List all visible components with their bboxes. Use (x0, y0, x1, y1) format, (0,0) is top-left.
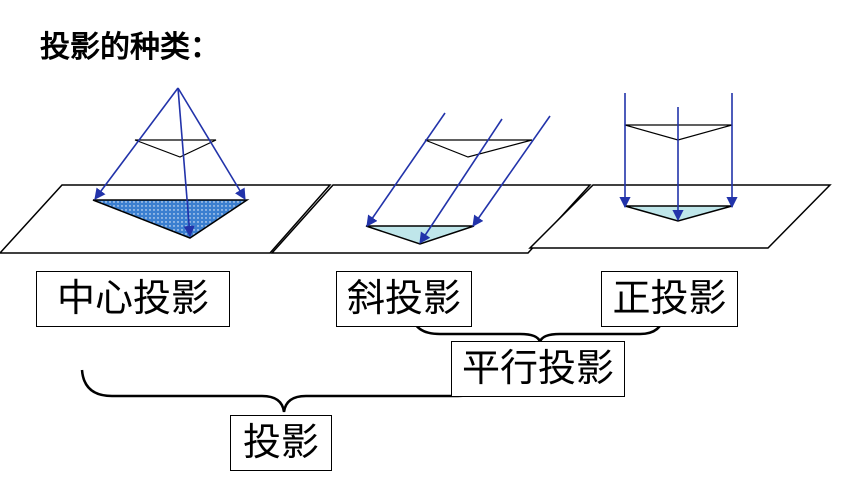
oblique-projection-label: 斜投影 (336, 271, 472, 327)
slide-title: 投影的种类： (40, 30, 220, 65)
orthographic-projection-figure (528, 93, 832, 249)
oblique-ray-3 (472, 115, 551, 227)
central-projection-label: 中心投影 (36, 271, 230, 327)
oblique-projection-figure (270, 112, 592, 254)
central-ray-left (94, 87, 179, 200)
oblique-object-triangle (424, 139, 533, 158)
central-object-triangle (134, 139, 217, 158)
oblique-ray-2 (419, 118, 503, 244)
central-ray-right (177, 87, 246, 200)
central-ray-middle (177, 87, 195, 238)
projection-brace (80, 369, 488, 413)
central-projection-figure (0, 87, 332, 254)
oblique-plane (270, 184, 592, 254)
parallel-projection-label: 平行投影 (451, 341, 625, 397)
projection-label: 投影 (230, 415, 332, 471)
orthographic-projection-label: 正投影 (601, 271, 738, 327)
oblique-ray-1 (366, 112, 446, 227)
central-projected-shadow (92, 199, 250, 239)
